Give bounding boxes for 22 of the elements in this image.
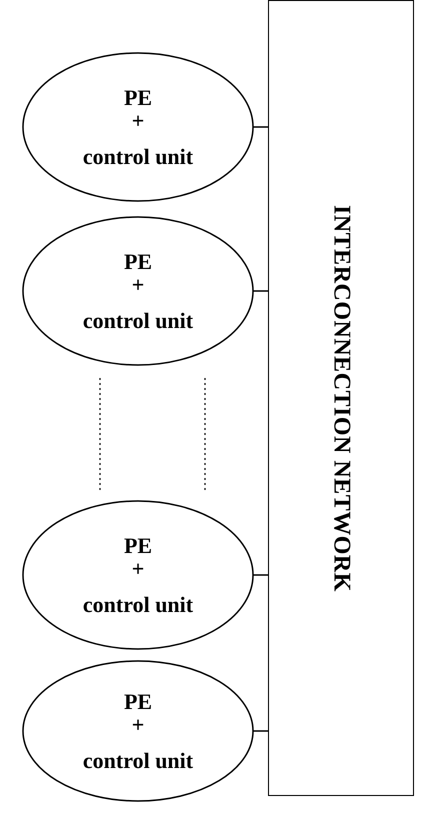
- unit-label: +: [132, 713, 144, 737]
- unit-label: PE: [124, 250, 152, 274]
- process-ellipse: [22, 660, 254, 802]
- connector-line: [253, 730, 268, 732]
- unit-label: +: [132, 109, 144, 133]
- network-label: INTERCONNECTION NETWORK: [328, 204, 354, 592]
- process-ellipse: [22, 500, 254, 650]
- unit-label: PE: [124, 534, 152, 558]
- unit-label: control unit: [82, 592, 194, 616]
- network-box: [268, 0, 414, 796]
- unit-label: control unit: [82, 748, 194, 772]
- connector-line: [253, 574, 268, 576]
- unit-label: PE: [124, 86, 152, 110]
- unit-label: control unit: [82, 308, 194, 332]
- unit-label: +: [132, 557, 144, 581]
- connector-line: [253, 126, 268, 128]
- unit-label: +: [132, 273, 144, 297]
- connector-line: [253, 290, 268, 292]
- process-ellipse: [22, 52, 254, 202]
- process-ellipse: [22, 216, 254, 366]
- unit-label: PE: [124, 690, 152, 714]
- unit-label: control unit: [82, 144, 194, 168]
